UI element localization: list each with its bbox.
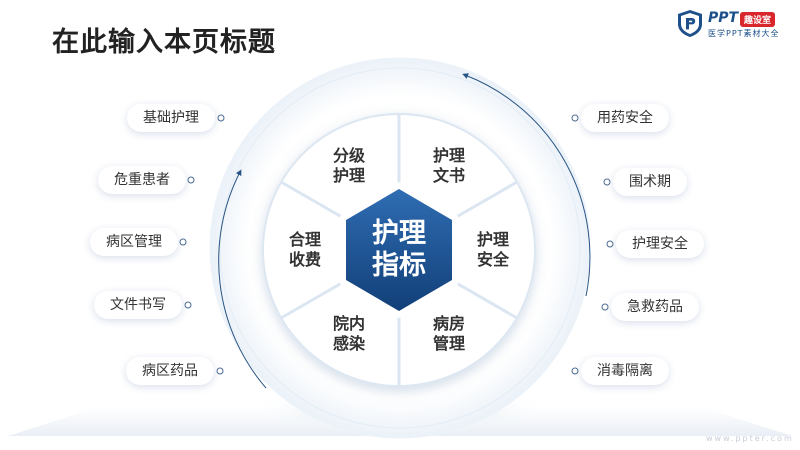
left-item-3: 病区管理 [90,228,178,256]
right-item-1: 用药安全 [581,104,669,132]
segment-line: 护理 [432,146,465,165]
segment-line: 安全 [476,250,509,269]
segment-line: 院内 [332,314,365,333]
segment-line: 感染 [332,334,365,353]
left-item-5: 病区药品 [126,357,214,385]
left-item-2: 危重患者 [98,166,186,194]
segment-line: 文书 [432,166,465,185]
segment-line: 护理 [332,166,365,185]
left-item-4: 文件书写 [94,291,182,319]
connector-dot [601,303,609,311]
connector-dot [571,367,579,375]
ring-line [219,67,581,429]
center-label: 护理 指标 [364,218,434,282]
segment-line: 护理 [476,230,509,249]
connector-dot [184,301,192,309]
segment-line: 病房 [432,314,465,333]
right-arrow-arc [462,73,591,297]
center-label-line1: 护理 [372,218,426,249]
segment-label-2: 护理 文书 [425,146,473,186]
logo-subtitle: 医学PPT素材大全 [708,29,780,38]
center-label-line2: 指标 [372,250,426,281]
right-item-3: 护理安全 [616,230,704,258]
left-arrow-arc [218,169,267,389]
segment-line: 收费 [288,250,321,269]
page-title: 在此输入本页标题 [52,27,276,58]
right-item-2: 围术期 [613,168,687,196]
brand-logo: PPT 趣设室 医学PPT素材大全 [676,8,792,42]
segment-label-4: 病房 管理 [425,314,473,354]
segment-label-6: 合理 收费 [281,230,329,270]
connector-dot [603,178,611,186]
segment-label-5: 院内 感染 [325,314,373,354]
segment-line: 管理 [432,334,465,353]
segment-label-1: 分级 护理 [325,146,373,186]
shield-p-icon [678,10,702,37]
logo-brand: PPT [708,10,739,26]
left-item-1: 基础护理 [127,104,215,132]
connector-dot [179,238,187,246]
segment-line: 分级 [332,146,365,165]
connector-dot [216,367,224,375]
right-item-5: 消毒隔离 [581,357,669,385]
segment-label-3: 护理 安全 [469,230,517,270]
connector-dot [606,240,614,248]
logo-tag: 趣设室 [740,12,776,27]
connector-dot [217,114,225,122]
center-hexagon [346,189,452,311]
connector-dot [571,114,579,122]
right-item-4: 急救药品 [611,293,699,321]
segment-line: 合理 [288,230,321,249]
footer-url: www.ppter.com [706,434,794,443]
connector-dot [187,176,195,184]
